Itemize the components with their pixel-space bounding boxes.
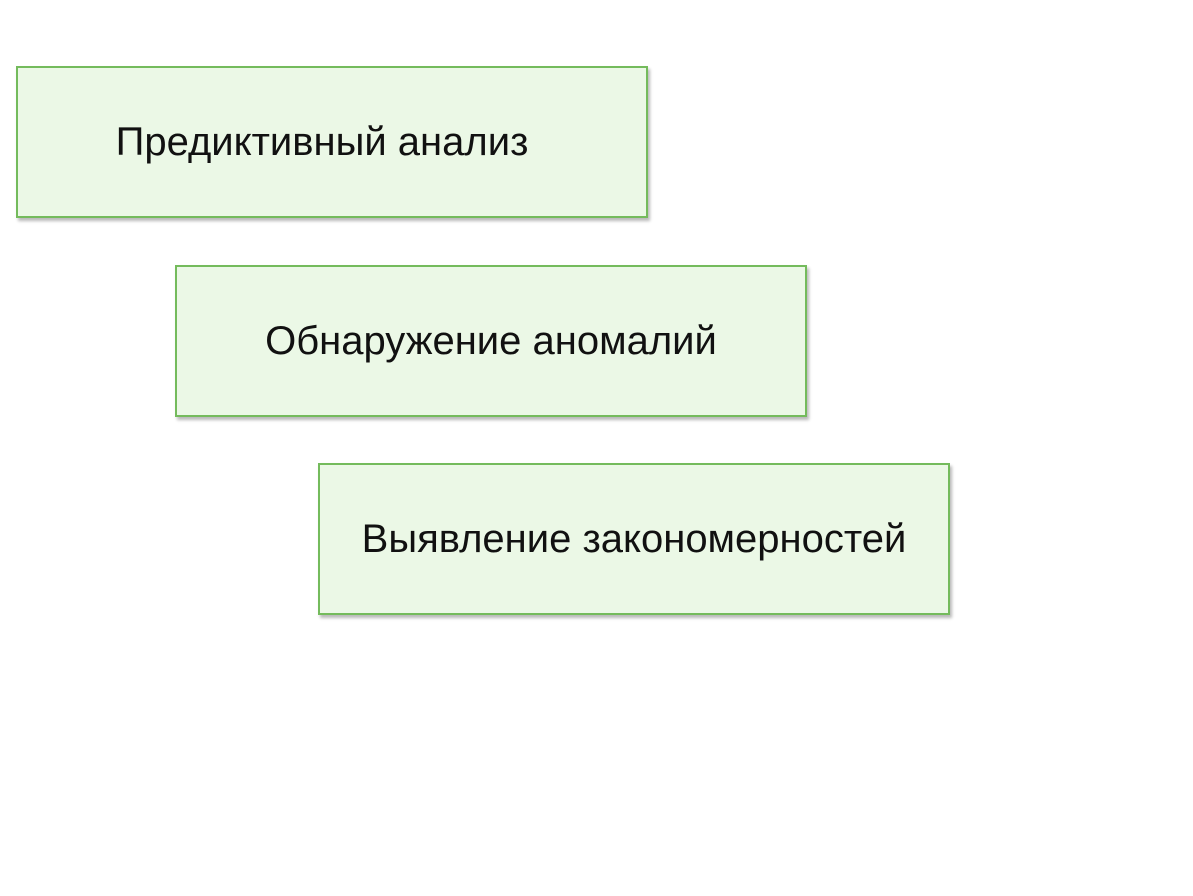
box-anomaly-detection: Обнаружение аномалий — [175, 265, 807, 417]
box-label: Обнаружение аномалий — [265, 319, 717, 363]
box-pattern-discovery: Выявление закономерностей — [318, 463, 950, 615]
box-label: Выявление закономерностей — [361, 517, 907, 561]
box-predictive-analysis: Предиктивный анализ — [16, 66, 648, 218]
box-label: Предиктивный анализ — [115, 120, 529, 164]
